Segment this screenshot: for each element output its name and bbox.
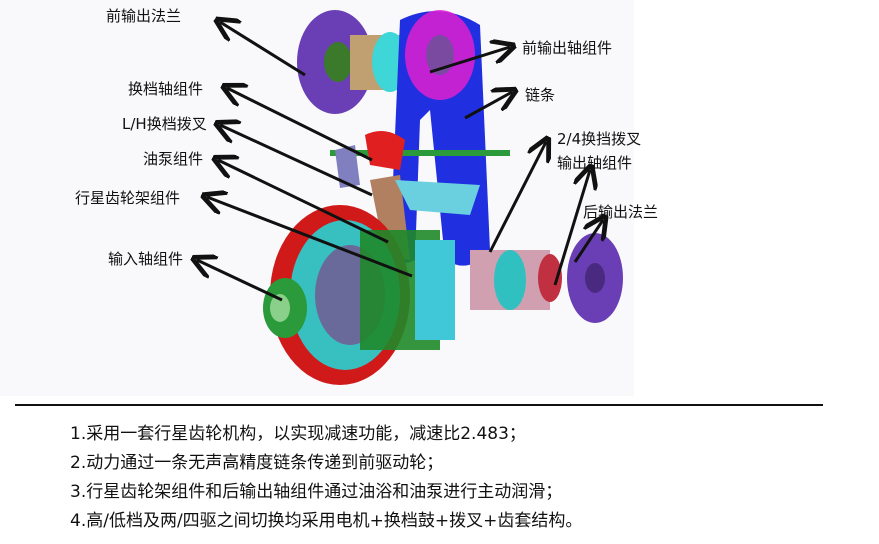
transfer-case-illustration [0,10,623,385]
note-3: 3.行星齿轮架组件和后输出轴组件通过油浴和油泵进行主动润滑； [70,482,563,502]
label-front-output-shaft: 前输出轴组件 [522,39,613,57]
label-chain: 链条 [525,86,556,104]
label-front-output-flange: 前输出法兰 [106,7,182,25]
label-shift-shaft: 换档轴组件 [128,80,204,98]
feature-notes: 1.采用一套行星齿轮机构，以实现减速功能，减速比2.483； 2.动力通过一条无… [70,420,582,536]
label-rear-output-flange: 后输出法兰 [583,203,659,221]
label-input-shaft: 输入轴组件 [108,250,184,268]
label-planet-carrier: 行星齿轮架组件 [75,189,181,207]
front-output-flange [297,10,410,114]
callout-arrows [197,22,603,302]
label-oil-pump: 油泵组件 [143,150,204,168]
note-1: 1.采用一套行星齿轮机构，以实现减速功能，减速比2.483； [70,424,526,444]
label-output-shaft: 输出轴组件 [557,154,633,172]
label-24-shift-fork: 2/4换挡拨叉 [557,130,642,148]
label-lh-shift-fork: L/H换档拨叉 [122,115,207,133]
divider [15,404,823,406]
shift-mechanism [330,131,510,260]
planetary-assembly [263,205,455,385]
note-2: 2.动力通过一条无声高精度链条传递到前驱动轮； [70,453,444,473]
note-4: 4.高/低档及两/四驱之间切换均采用电机+换档鼓+拨叉+齿套结构。 [70,511,583,531]
